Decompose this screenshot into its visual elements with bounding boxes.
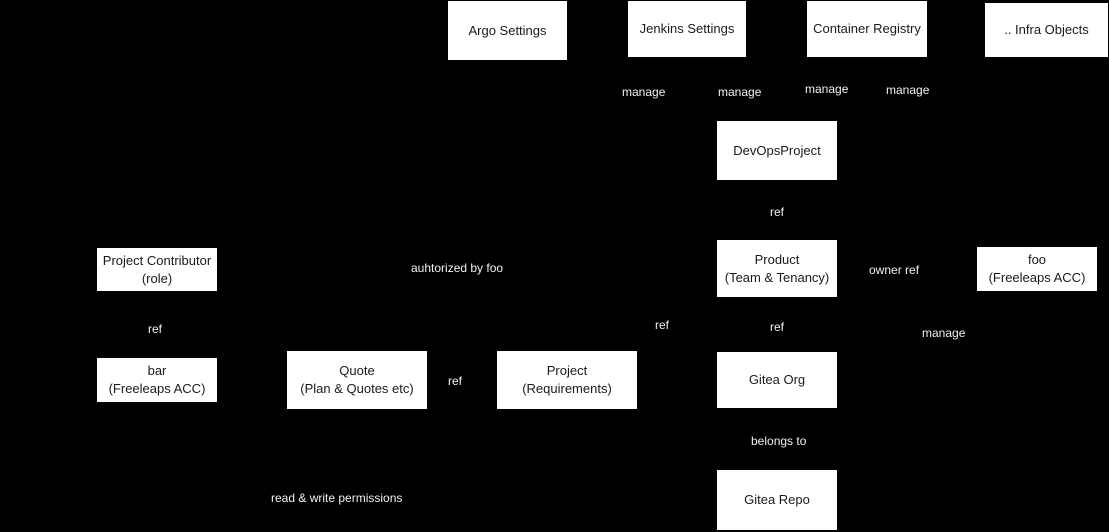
node-gitea-org: Gitea Org <box>717 352 837 408</box>
node-argo-settings: Argo Settings <box>448 1 567 60</box>
edge-label-manage-argo: manage <box>620 85 668 99</box>
node-foo-account: foo (Freeleaps ACC) <box>977 247 1097 291</box>
node-quote: Quote (Plan & Quotes etc) <box>287 351 427 409</box>
node-jenkins-settings: Jenkins Settings <box>628 1 746 57</box>
edge-label-ref-product-gitea: ref <box>768 320 787 334</box>
edge-label-manage-registry: manage <box>803 82 851 96</box>
edge-label-ref-project: ref <box>653 318 672 332</box>
edge-label-manage-jenkins: manage <box>716 85 764 99</box>
node-infra-objects: .. Infra Objects <box>985 3 1108 57</box>
node-gitea-repo: Gitea Repo <box>717 470 837 530</box>
edge-label-read-write: read & write permissions <box>269 491 405 505</box>
edge-label-belongs-to: belongs to <box>749 434 809 448</box>
node-bar-account: bar (Freeleaps ACC) <box>97 358 217 402</box>
edge-label-ref-contributor: ref <box>146 322 165 336</box>
node-project-contributor: Project Contributor (role) <box>97 248 217 291</box>
edge-label-ref-quote-project: ref <box>446 374 465 388</box>
edge-label-manage-foo: manage <box>920 326 968 340</box>
edge-label-owner-ref: owner ref <box>867 263 922 277</box>
node-container-registry: Container Registry <box>807 1 927 57</box>
edge-label-ref-devops-product: ref <box>768 205 787 219</box>
node-devops-project: DevOpsProject <box>717 121 837 180</box>
node-product: Product (Team & Tenancy) <box>717 240 837 297</box>
edge-label-authorized-by-foo: auhtorized by foo <box>409 261 506 275</box>
edge-label-manage-infra: manage <box>884 83 932 97</box>
node-project: Project (Requirements) <box>497 351 637 409</box>
